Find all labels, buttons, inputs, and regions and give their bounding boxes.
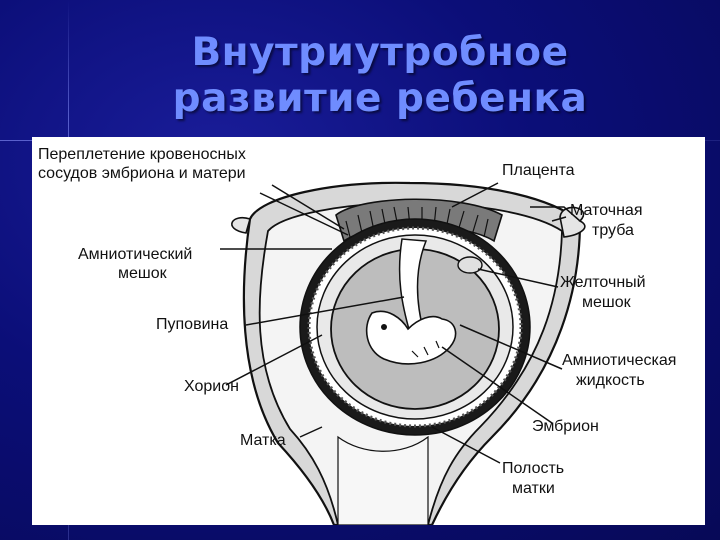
label-yolk-line1: Желточный	[560, 274, 646, 291]
leader-lines	[220, 182, 567, 464]
label-cord: Пуповина	[156, 316, 229, 333]
yolk-sac	[457, 256, 483, 274]
uterine-cavity	[337, 435, 429, 525]
label-vessels-line2: сосудов эмбриона и матери	[38, 165, 246, 182]
slide-title: Внутриутробное развитие ребенка	[0, 30, 720, 122]
label-cavity-line2: матки	[512, 480, 555, 497]
title-line-2: развитие ребенка	[172, 76, 588, 121]
label-fluid-line1: Амниотическая	[562, 352, 677, 369]
label-placenta: Плацента	[502, 162, 575, 179]
label-tube-line2: труба	[592, 222, 634, 239]
label-chorion: Хорион	[184, 378, 239, 395]
label-embryo: Эмбрион	[532, 418, 599, 435]
uterus-diagram	[220, 181, 586, 525]
fallopian-tube-left	[231, 216, 251, 234]
label-amnion-line1: Амниотический	[78, 246, 193, 263]
fallopian-tube-right	[559, 206, 586, 238]
label-yolk-line2: мешок	[582, 294, 631, 311]
label-vessels-line1: Переплетение кровеносных	[38, 146, 246, 163]
label-cavity-line1: Полость	[502, 460, 565, 477]
embryo	[365, 310, 457, 365]
label-tube-line1: Маточная	[570, 202, 643, 219]
diagram-panel: Переплетение кровеносных сосудов эмбрион…	[32, 137, 705, 525]
label-amnion-line2: мешок	[118, 265, 167, 282]
title-line-1: Внутриутробное	[191, 30, 569, 75]
label-fluid-line2: жидкость	[576, 372, 645, 389]
label-uterus: Матка	[240, 432, 286, 449]
